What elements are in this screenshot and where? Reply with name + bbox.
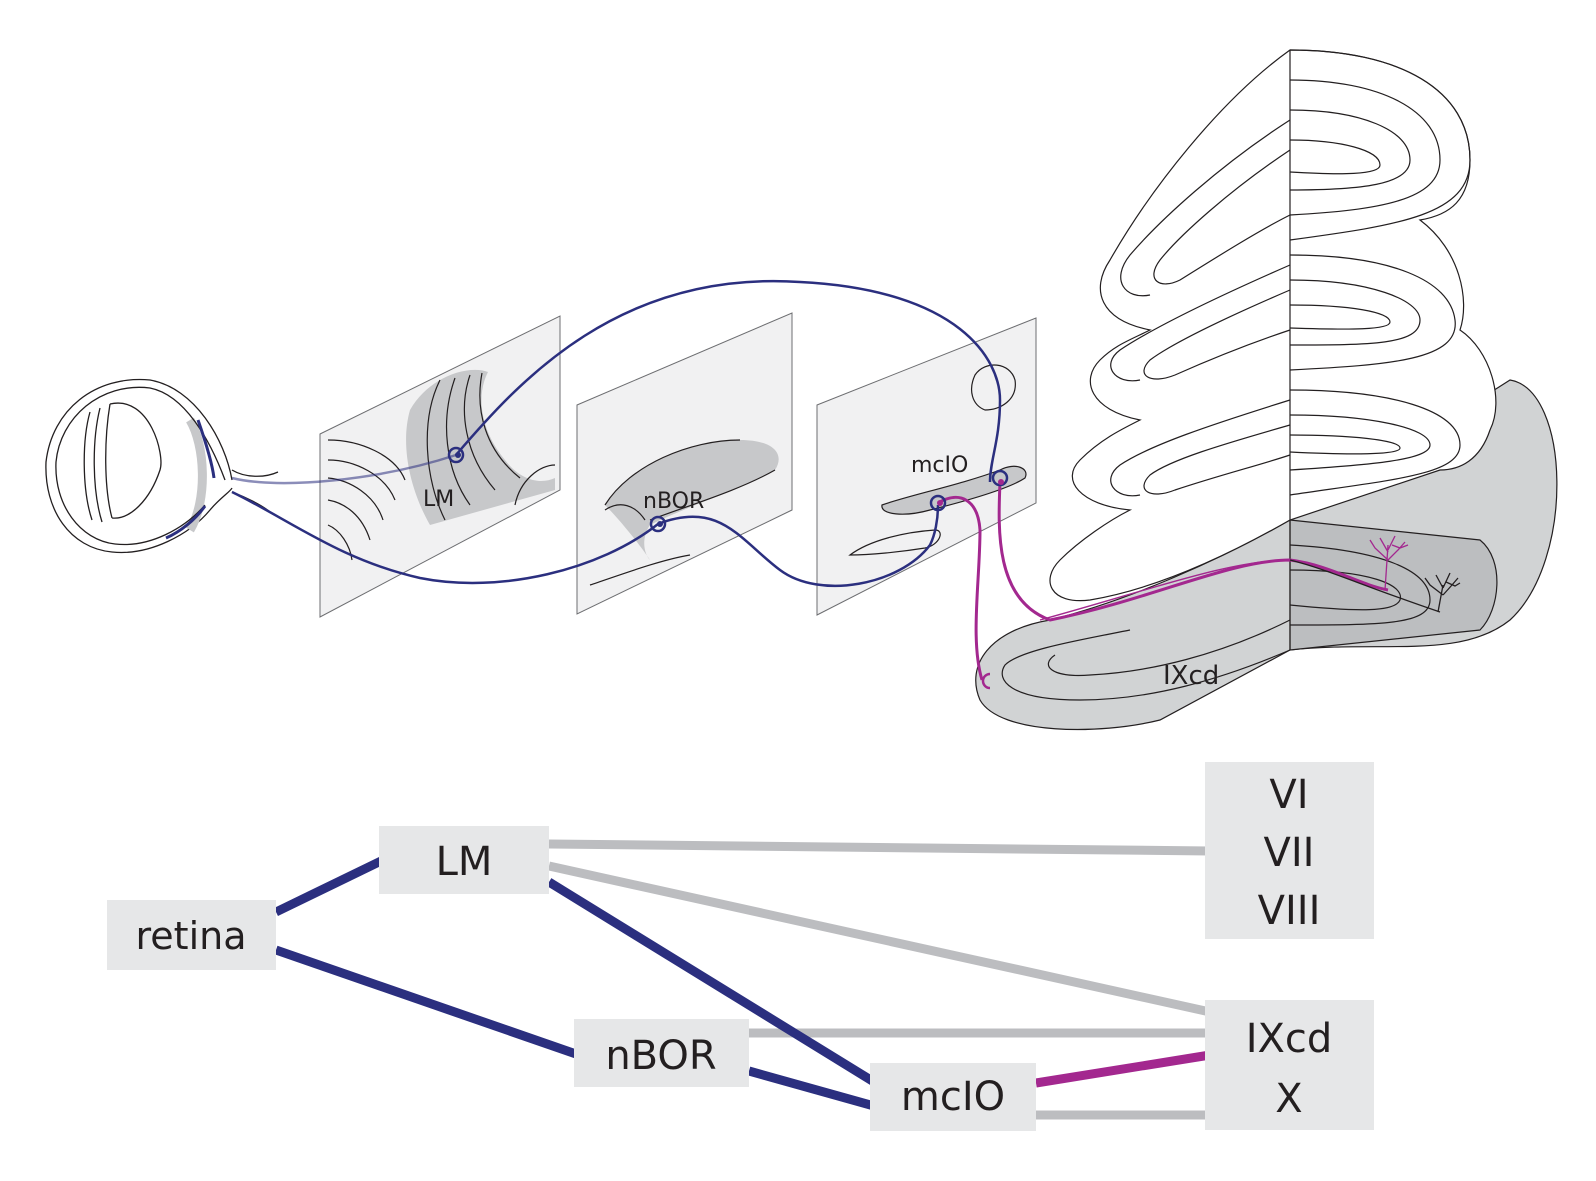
node-ixcd-label: IXcd [1246,1016,1333,1062]
lm-section-panel: LM [319,315,561,618]
link-lm-to-mcio [546,878,877,1086]
node-mcio: mcIO [870,1063,1036,1131]
link-mcio-to-ixcd [1035,1050,1211,1088]
mcio-region-label: mcIO [911,453,968,478]
node-lm-label: LM [436,839,493,885]
mcio-section-panel: mcIO [816,317,1037,616]
projection-fibers [231,279,1441,681]
schematic-nodes: retina LM nBOR mcIO VI VII VIII [107,762,1374,1131]
node-x-label: X [1275,1076,1302,1122]
link-lm-to-ixcd-x [548,861,1211,1017]
cerebellum-illustration: IXcd [975,49,1558,731]
node-folia-ixcd-x: IXcd X [1205,1000,1374,1130]
node-vi-label: VI [1269,772,1308,818]
node-nbor-label: nBOR [605,1033,716,1079]
nbor-region-label: nBOR [643,489,704,514]
node-vii-label: VII [1264,830,1315,876]
link-retina-to-lm [274,856,383,917]
synaptic-terminals [447,446,1009,690]
eye-illustration [45,378,279,554]
schematic-links [274,839,1211,1120]
purkinje-cell-icons [1369,535,1461,613]
node-mcio-label: mcIO [901,1074,1005,1120]
connection-schematic: retina LM nBOR mcIO VI VII VIII [107,762,1374,1131]
node-retina: retina [107,900,276,970]
node-viii-label: VIII [1258,888,1321,934]
link-lm-to-vi-vii-viii [548,839,1211,856]
link-retina-to-nbor [274,945,578,1059]
link-nbor-to-mcio [747,1066,876,1111]
retina-ganglion-upper [196,419,216,479]
node-retina-label: retina [136,914,247,958]
node-nbor: nBOR [574,1019,749,1087]
ixcd-region-label: IXcd [1163,661,1219,691]
nbor-section-panel: nBOR [576,312,793,615]
node-folia-vi-vii-viii: VI VII VIII [1205,762,1374,939]
lm-region-label: LM [423,487,454,512]
retina-ganglion-lower [165,505,207,540]
node-lm: LM [379,826,549,894]
